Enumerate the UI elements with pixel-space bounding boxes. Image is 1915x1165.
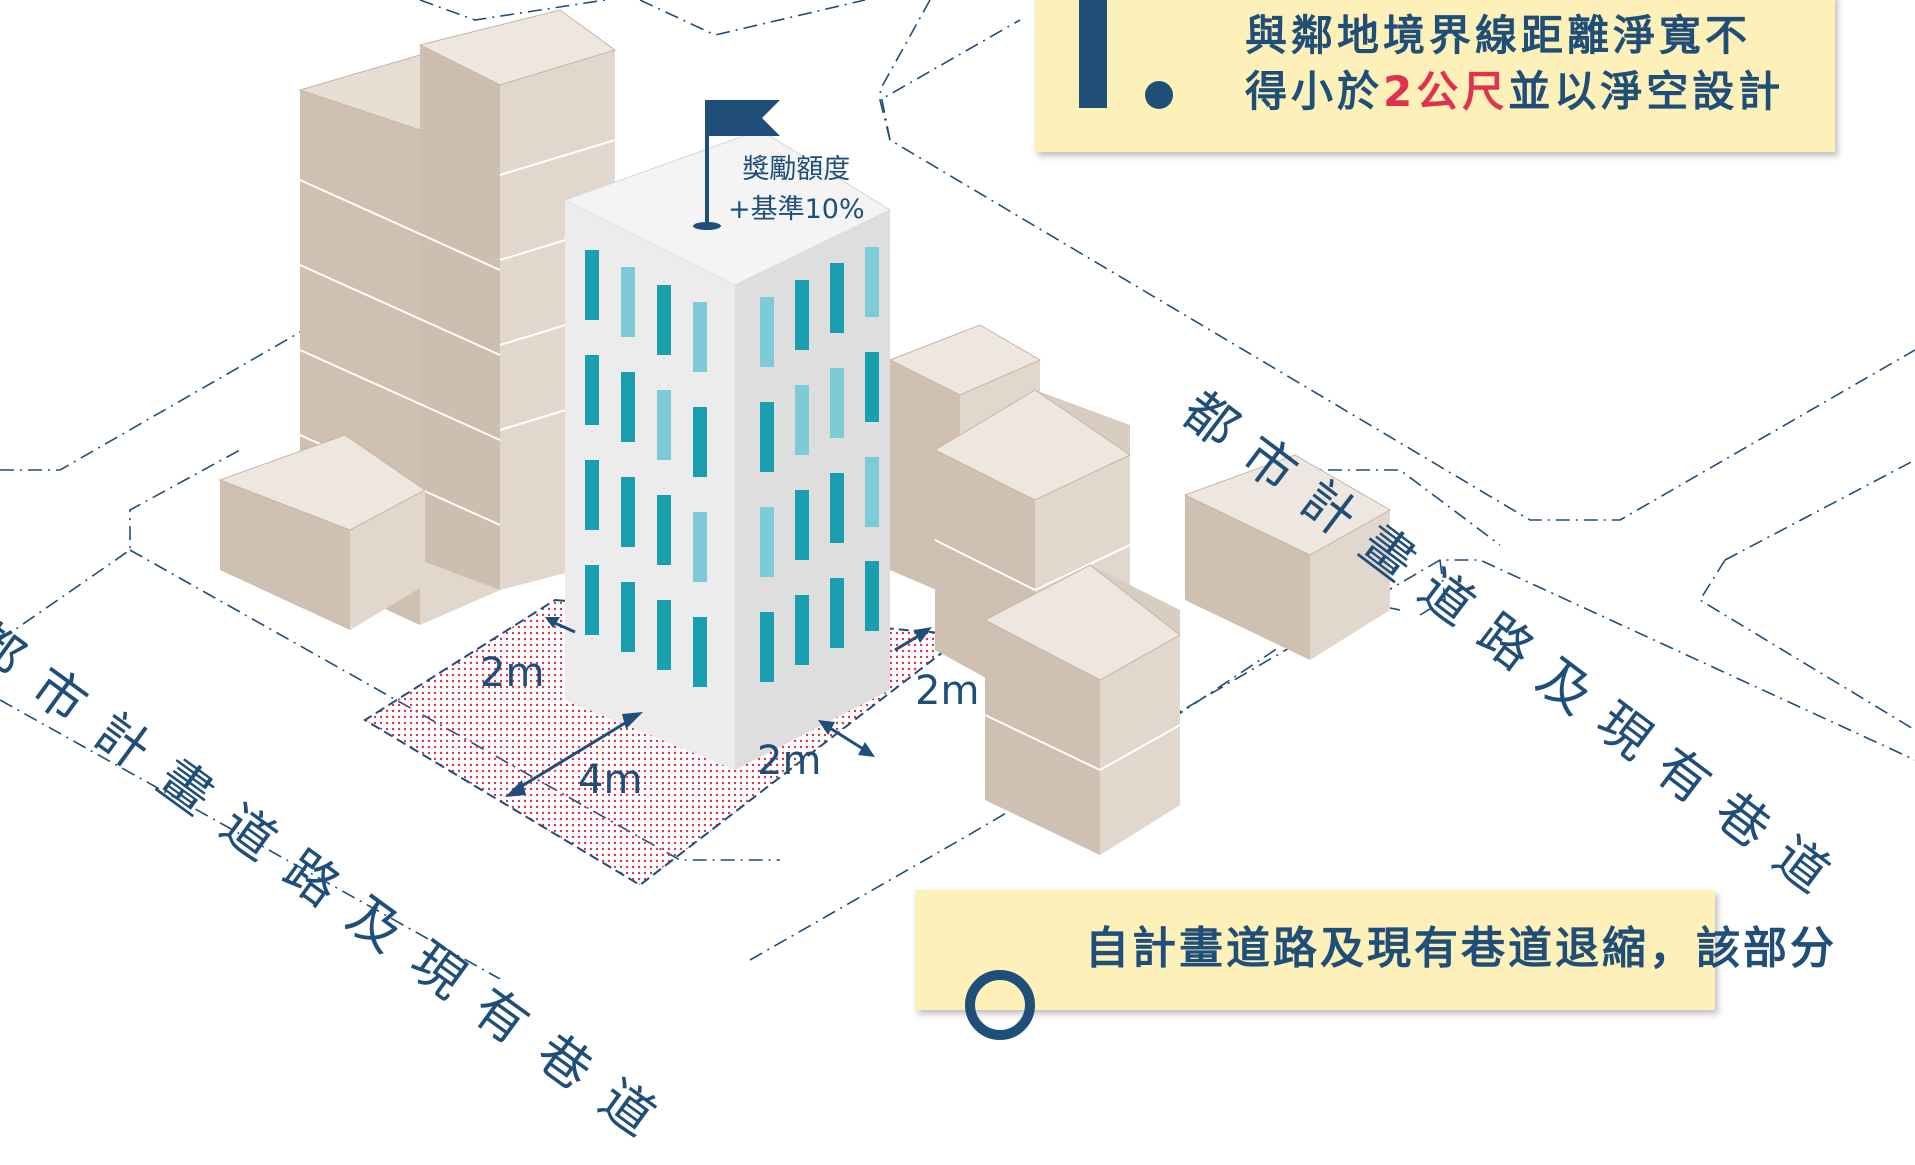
rule-note-1-text: 與鄰地境界線距離淨寬不 得小於2公尺並以淨空設計 [1245,8,1784,120]
rule-note-1-highlight: 2公尺 [1383,67,1509,116]
dimension-arrows [505,617,932,797]
rule-note-2: 自計畫道路及現有巷道退縮，該部分 [915,890,1834,1040]
building-right-front [983,564,1181,855]
number-2-circle [965,970,1035,1040]
dim-front-setback: 4m [578,757,643,803]
rule-note-1-line2: 得小於2公尺並以淨空設計 [1245,64,1784,120]
bonus-flag-label: 獎勵額度 +基準10% [728,150,865,230]
flag-label-line1: 獎勵額度 [742,154,851,185]
flag-label-line2: +基準10% [728,194,865,225]
rule-note-1-line2-b: 並以淨空設計 [1508,67,1785,116]
dim-left-setback: 2m [480,650,545,696]
isometric-scene [0,0,1915,979]
number-1-dot [1145,81,1173,109]
rule-note-1-line1: 與鄰地境界線距離淨寬不 [1245,11,1752,60]
main-tower [563,129,892,770]
rule-note-1-line2-a: 得小於 [1245,67,1384,116]
rule-note-1: 與鄰地境界線距離淨寬不 得小於2公尺並以淨空設計 [1035,0,1835,152]
flag-icon [693,100,780,230]
number-1-bar [1079,0,1107,108]
dim-right-setback: 2m [915,668,980,714]
dim-bottom-setback: 2m [757,738,822,784]
rule-note-2-text: 自計畫道路及現有巷道退縮，該部分 [1085,923,1837,974]
building-left-low [218,434,426,630]
building-right-far [1183,454,1392,660]
